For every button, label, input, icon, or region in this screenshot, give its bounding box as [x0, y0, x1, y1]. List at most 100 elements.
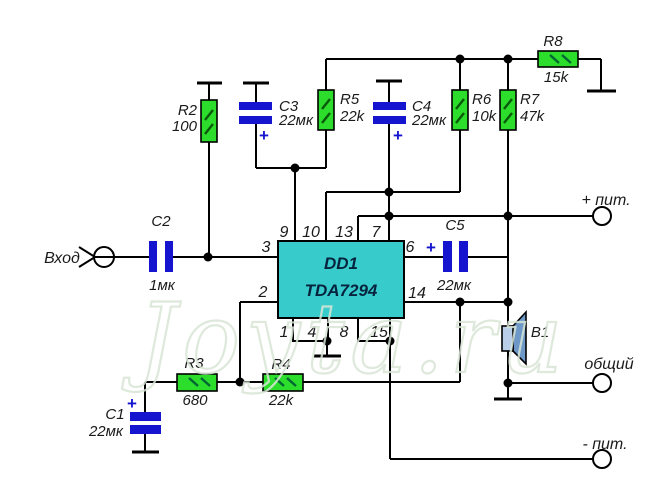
io-labels: Вход + пит. общий - пит.: [44, 192, 634, 453]
resistor-mark: [503, 98, 513, 110]
resistor-r5: [317, 89, 335, 131]
chip-part-number: TDA7294: [305, 281, 378, 300]
terminal-vplus-icon: [592, 206, 612, 226]
label-c3-ref: C3: [279, 98, 299, 115]
capacitor-c2-plate: [165, 241, 173, 272]
pin-label-6: 6: [406, 239, 415, 256]
ground-symbols: [132, 79, 616, 454]
label-r5-value: 22k: [339, 108, 366, 125]
junction-dot: [290, 163, 300, 173]
input-plug-icon: [78, 256, 96, 268]
label-c3-polarity: +: [259, 126, 269, 145]
chip-body: [277, 240, 405, 319]
resistor-r8: [537, 50, 579, 68]
label-c1-polarity: +: [127, 394, 137, 413]
resistor-mark: [204, 109, 214, 121]
junction-dot: [455, 54, 465, 64]
capacitor-c5-plate: [459, 241, 468, 272]
resistor-r4: [262, 373, 304, 392]
resistor-mark: [274, 377, 285, 387]
pin-label-13: 13: [335, 224, 353, 241]
label-r2-ref: R2: [178, 102, 198, 119]
capacitor-c5-plate: [443, 241, 452, 272]
resistor-mark: [561, 54, 572, 64]
label-c2-ref: C2: [151, 213, 171, 230]
label-c2-value: 1мк: [149, 277, 176, 294]
terminal-common-icon: [592, 373, 612, 393]
capacitor-c4-plate: [373, 116, 406, 124]
resistor-r6: [451, 89, 469, 131]
junction-dot: [203, 252, 213, 262]
label-input: Вход: [44, 250, 80, 267]
resistor-mark: [321, 98, 331, 110]
resistors: [176, 50, 579, 392]
resistor-mark: [455, 112, 465, 124]
watermark-text: Joyta.ru: [121, 283, 563, 395]
label-r8-ref: R8: [543, 33, 563, 50]
label-c5-ref: C5: [445, 217, 465, 234]
label-r7-value: 47k: [520, 108, 546, 125]
pin-label-3: 3: [262, 239, 271, 256]
wires: [95, 58, 602, 460]
label-c4-polarity: +: [393, 126, 403, 145]
label-c4-ref: C4: [412, 98, 431, 115]
junction-dot: [503, 211, 513, 221]
label-r3-value: 680: [182, 392, 208, 409]
label-c4-value: 22мк: [411, 112, 447, 129]
component-labels: R2 100 C3 22мк + R5 22k C4 22мк + R6 10k…: [88, 33, 570, 440]
wire-pins8-15: [357, 318, 391, 342]
junction-dot: [455, 297, 465, 307]
resistor-mark: [455, 98, 465, 110]
input-jack-icon: [93, 246, 115, 268]
label-c1-ref: C1: [105, 406, 124, 423]
label-r4-ref: R4: [271, 356, 290, 373]
chip-ref: DD1: [324, 254, 358, 273]
resistor-r3: [176, 373, 218, 392]
pin-label-14: 14: [408, 285, 426, 302]
label-c1-value: 22мк: [88, 423, 124, 440]
capacitor-c2-plate: [149, 241, 157, 272]
pin-label-2: 2: [258, 284, 268, 301]
resistor-mark: [286, 377, 297, 387]
junction-dot: [235, 377, 245, 387]
pin-label-7: 7: [372, 224, 382, 241]
resistor-r2: [200, 99, 218, 143]
label-vplus: + пит.: [581, 192, 630, 209]
resistor-mark: [204, 123, 214, 135]
junction-dot: [384, 187, 394, 197]
label-vminus: - пит.: [582, 436, 627, 453]
junction-dot: [503, 54, 513, 64]
junction-dot: [503, 297, 513, 307]
label-b1-ref: B1: [531, 324, 549, 341]
resistor-mark: [200, 377, 211, 387]
capacitor-c3-plate: [239, 116, 272, 124]
capacitor-c1-plate: [130, 412, 161, 421]
input-connector: [78, 246, 115, 268]
terminals: [592, 206, 612, 469]
terminal-vminus-icon: [592, 449, 612, 469]
pin-label-15: 15: [370, 324, 388, 341]
junction-dot: [384, 211, 394, 221]
capacitor-c3-plate: [239, 102, 272, 110]
chip-dd1: DD1 TDA7294: [277, 240, 405, 319]
label-c3-value: 22мк: [278, 112, 314, 129]
label-r3-ref: R3: [184, 355, 204, 372]
wire-pins1-4: [292, 318, 329, 342]
label-r6-value: 10k: [472, 108, 498, 125]
junction-dot: [385, 336, 395, 346]
label-common: общий: [584, 356, 633, 373]
pin-label-9: 9: [280, 224, 289, 241]
capacitor-c1-plate: [130, 425, 161, 434]
label-c5-polarity: +: [426, 238, 436, 257]
capacitor-c4-plate: [373, 102, 406, 110]
speaker-body-icon: [501, 325, 514, 352]
junction-dot: [503, 378, 513, 388]
resistor-mark: [503, 112, 513, 124]
speaker-b1: [501, 309, 527, 366]
pin-label-8: 8: [340, 324, 349, 341]
pin-label-4: 4: [308, 324, 317, 341]
label-c5-value: 22мк: [436, 277, 472, 294]
label-r6-ref: R6: [472, 91, 492, 108]
label-r4-value: 22k: [268, 392, 295, 409]
